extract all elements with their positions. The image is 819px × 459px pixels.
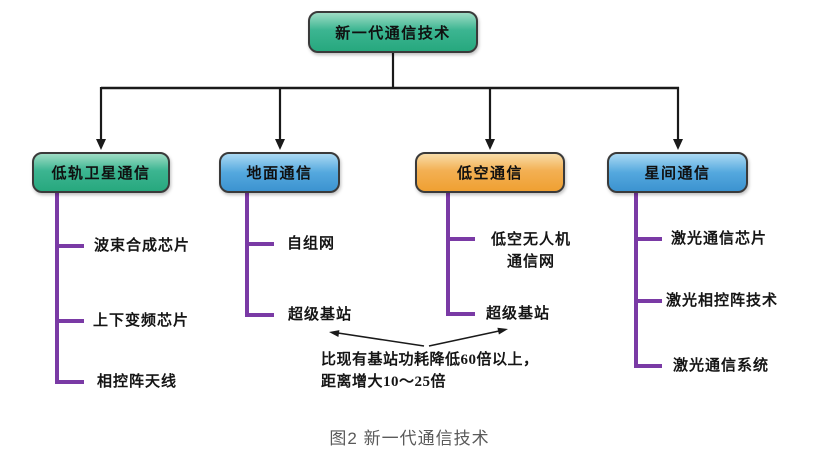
node-ground-comm: 地面通信: [219, 152, 340, 193]
leaf-item: 自组网: [287, 236, 336, 252]
annotation-arrows: [329, 327, 508, 347]
figure-caption: 图2 新一代通信技术: [329, 429, 490, 448]
arrowhead-down: [673, 139, 683, 150]
branch2-bracket: [245, 193, 274, 317]
node-root: 新一代通信技术: [308, 11, 478, 53]
leaf-item: 激光相控阵技术: [666, 293, 779, 309]
leaf-item: 相控阵天线: [97, 374, 178, 390]
annotation-arrow-left: [329, 330, 425, 347]
annotation-note: 比现有基站功耗降低60倍以上， 距离增大10～25倍: [321, 349, 539, 393]
leaf-item: 波束合成芯片: [94, 238, 191, 254]
leaf-item: 低空无人机通信网: [490, 232, 571, 270]
node-low-orbit-satellite-comm: 低轨卫星通信: [32, 152, 170, 193]
arrowhead-down: [275, 139, 285, 150]
node-low-altitude-comm: 低空通信: [415, 152, 565, 193]
leaf-item: 激光通信芯片: [671, 231, 768, 247]
arrowhead-down: [485, 139, 495, 150]
tree-connector: [96, 53, 683, 150]
arrowhead-down: [96, 139, 106, 150]
annotation-arrow-right: [428, 327, 508, 347]
branch3-bracket: [446, 193, 475, 316]
leaf-item: 上下变频芯片: [93, 313, 190, 329]
node-inter-satellite-comm: 星间通信: [607, 152, 748, 193]
leaf-item: 激光通信系统: [673, 358, 770, 374]
branch1-bracket: [55, 193, 84, 384]
annotation-line2: 距离增大10～25倍: [321, 374, 447, 390]
annotation-line1: 比现有基站功耗降低60倍以上，: [321, 352, 539, 368]
leaf-item: 超级基站: [288, 307, 353, 323]
branch4-bracket: [634, 193, 662, 368]
leaf-item: 超级基站: [486, 306, 551, 322]
